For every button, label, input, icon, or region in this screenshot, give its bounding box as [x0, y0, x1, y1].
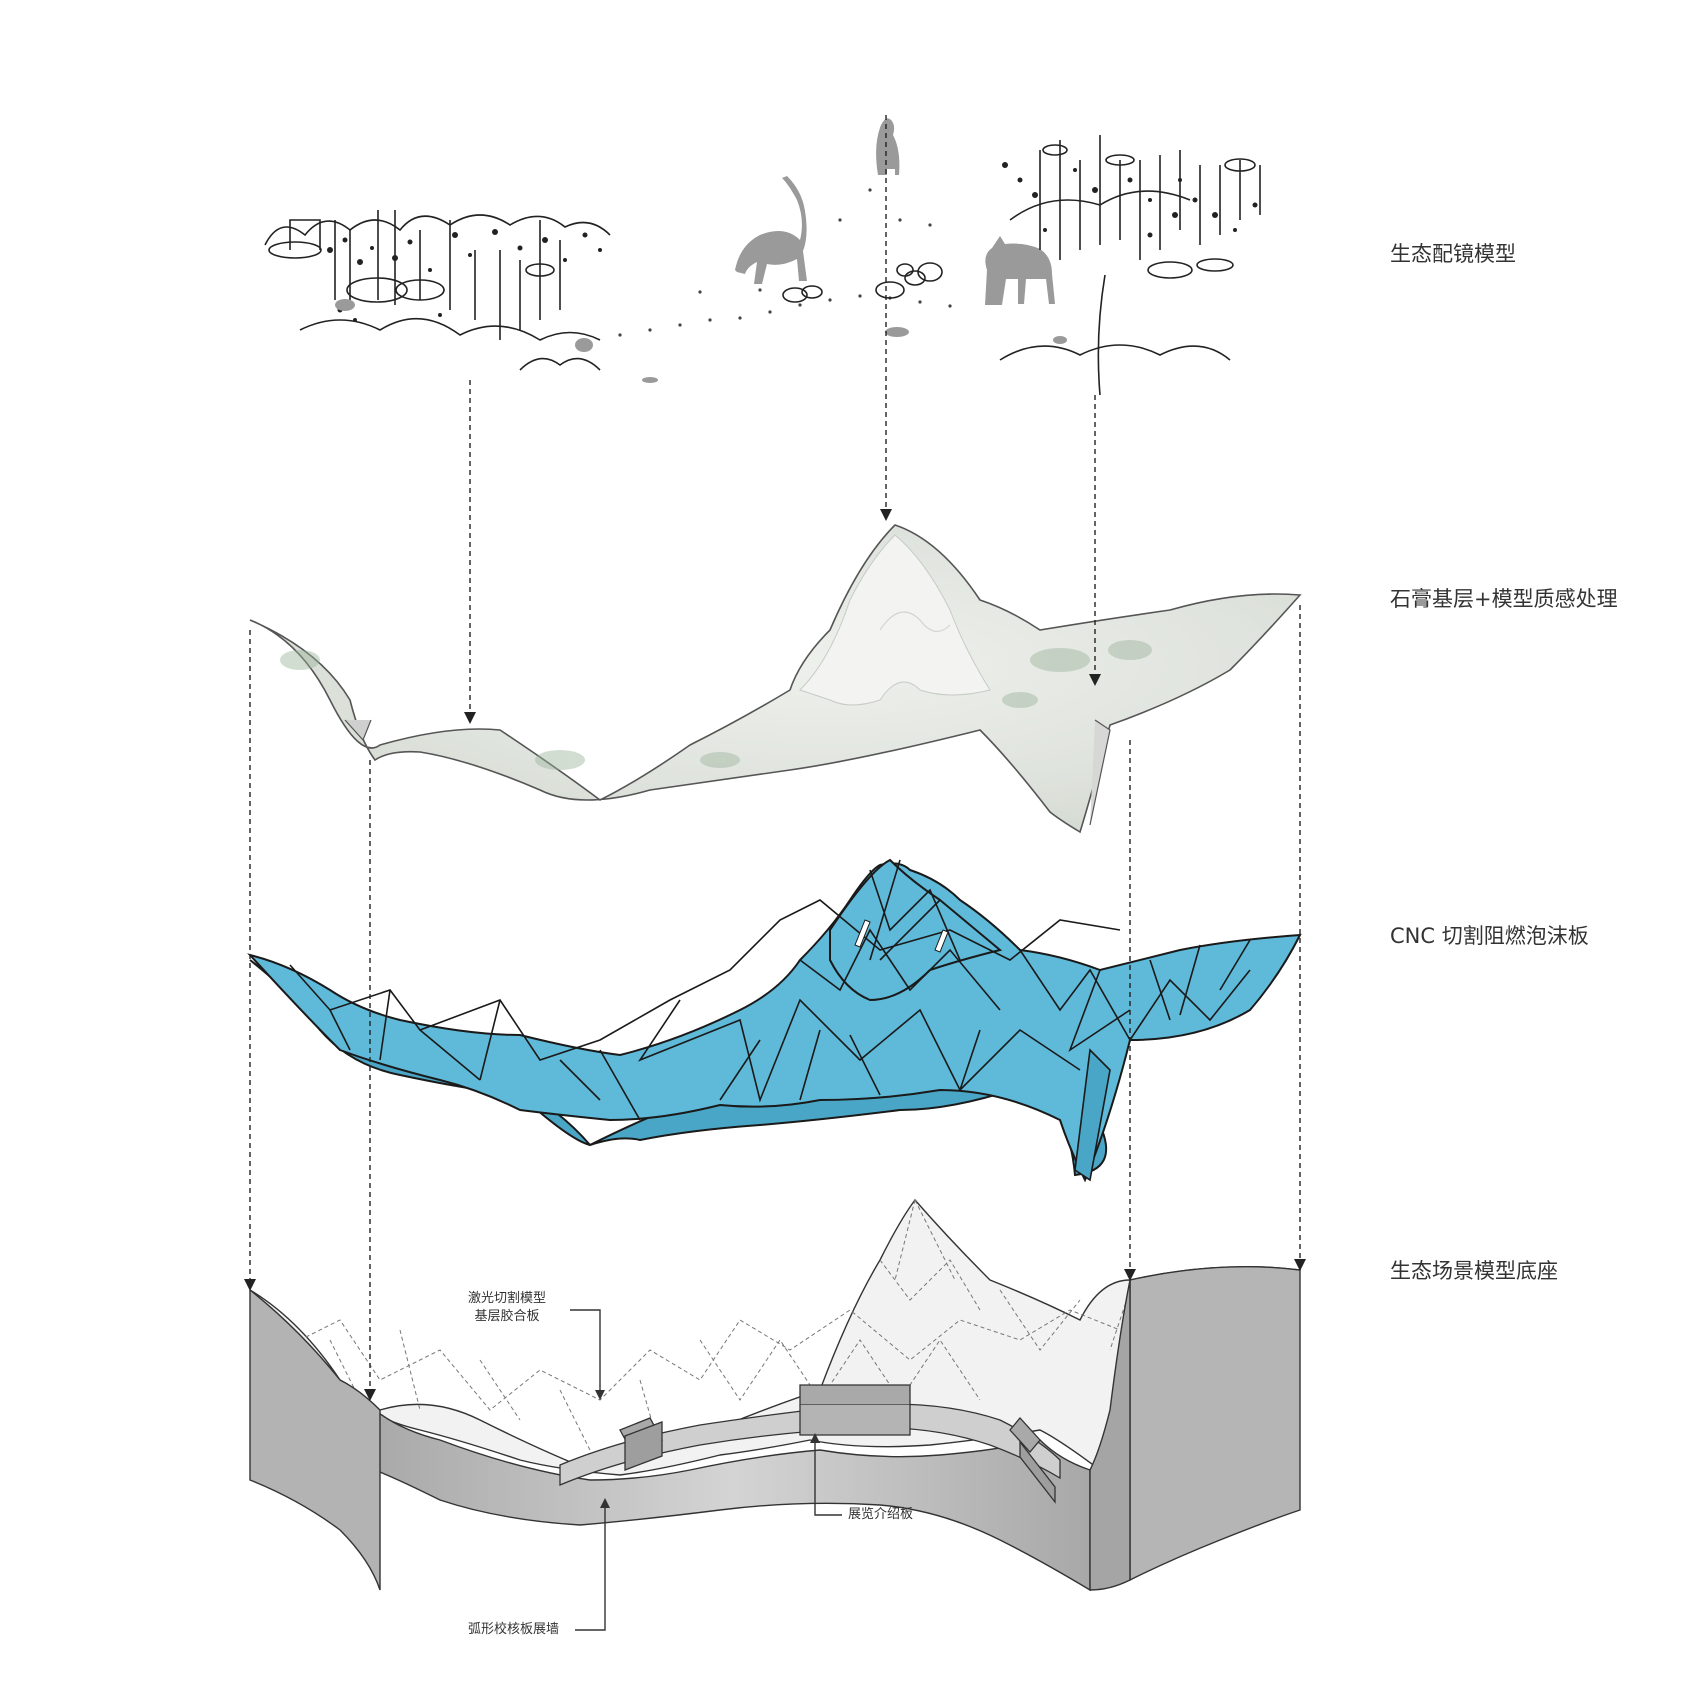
arrowheads [244, 509, 1306, 1401]
callout-curved-wall: 弧形校核板展墙 [468, 1622, 560, 1637]
curved-display-wall [559, 1403, 1061, 1486]
base-triangulation [259, 1199, 1241, 1451]
callout-intro-board: 展览介绍板 [848, 1507, 914, 1522]
board-right [1009, 1417, 1041, 1453]
right-forest [999, 135, 1261, 396]
foam-top [247, 862, 1302, 1183]
trail-dots [618, 188, 952, 337]
plaster-surface [249, 524, 1302, 834]
plaster-peak-rock [799, 534, 991, 706]
base-front-wall [374, 1408, 1091, 1592]
foam-peak [829, 858, 1003, 1002]
rocks [782, 262, 943, 303]
base-right-wall [1129, 1265, 1301, 1582]
base-layer [249, 1198, 1302, 1592]
callout-plywood-line1: 激光切割模型 [468, 1291, 547, 1306]
layer-label-eco-scene: 生态配镜模型 [1390, 242, 1516, 266]
foam-facets [289, 859, 1251, 1121]
board-center-face [799, 1405, 911, 1436]
leopard-silhouette [735, 176, 807, 284]
layer-label-base: 生态场景模型底座 [1390, 1259, 1558, 1283]
plaster-layer [249, 524, 1302, 834]
base-left-wall [249, 1288, 381, 1591]
cnc-foam-layer [247, 858, 1302, 1183]
animal-silhouettes [335, 118, 1067, 383]
layer-label-cnc-foam: CNC 切割阻燃泡沫板 [1390, 924, 1589, 948]
eco-scene-sketch [264, 118, 1261, 396]
callout-plywood: 激光切割模型 基层胶合板 [468, 1290, 546, 1326]
wolf-silhouette [985, 236, 1055, 305]
callout-leaders [570, 1309, 842, 1631]
board-center [799, 1384, 911, 1406]
layer-label-plaster: 石膏基层+模型质感处理 [1390, 587, 1618, 611]
callout-plywood-line2: 基层胶合板 [474, 1309, 540, 1324]
moss-texture [280, 640, 1152, 770]
bird-silhouette [876, 118, 900, 175]
board-left-face [624, 1421, 663, 1471]
alignment-guides [249, 115, 1301, 1395]
left-forest [264, 210, 611, 371]
board-right-face [1019, 1440, 1056, 1504]
